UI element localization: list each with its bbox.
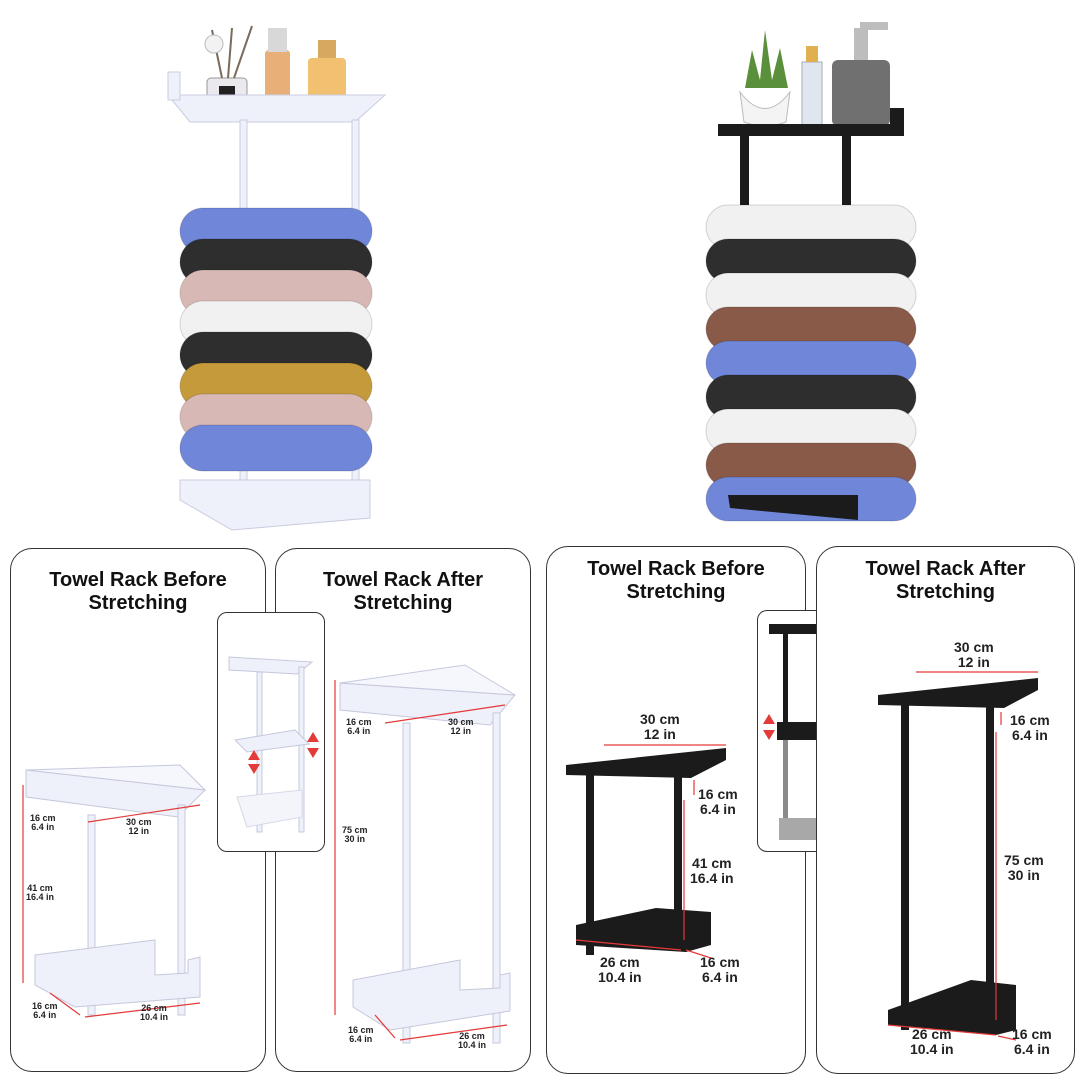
black-rack-towel-stack — [705, 204, 917, 522]
panel-title: Towel Rack Before Stretching — [587, 558, 765, 603]
black-rack-product-image — [705, 22, 917, 522]
dim-depth-top: 16 cm 6.4 in — [346, 717, 372, 737]
black-before-rack-drawing — [566, 744, 726, 959]
towel — [179, 424, 373, 472]
dim-depth-top: 16 cm 6.4 in — [1010, 712, 1050, 743]
dim-depth-top: 16 cm 6.4 in — [30, 813, 56, 833]
soap-dispenser — [832, 22, 890, 126]
white-rack-product-image — [166, 25, 387, 531]
dim-width-top: 30 cm 12 in — [954, 639, 994, 670]
panel-title: Towel Rack After Stretching — [865, 558, 1026, 603]
dim-depth-bottom: 16 cm 6.4 in — [1012, 1026, 1052, 1057]
white-stretch-inset-drawing — [228, 656, 319, 833]
dim-height: 41 cm 16.4 in — [690, 855, 734, 886]
spray-bottle — [801, 46, 823, 129]
dim-width-bottom: 26 cm 10.4 in — [910, 1026, 954, 1057]
black-after-rack-drawing — [878, 671, 1038, 1041]
white-rack-towel-stack — [179, 207, 373, 472]
panel-title: Towel Rack Before Stretching — [49, 569, 227, 614]
dim-width-top: 30 cm 12 in — [640, 711, 680, 742]
dim-height: 41 cm 16.4 in — [26, 883, 55, 903]
dim-depth-bottom: 16 cm 6.4 in — [348, 1025, 374, 1045]
white-after-rack-drawing — [334, 664, 517, 1044]
white-before-rack-drawing — [22, 764, 207, 1018]
dim-height: 75 cm 30 in — [342, 825, 368, 845]
dim-width-top: 30 cm 12 in — [126, 817, 152, 837]
perfume-bottle-2 — [308, 40, 346, 102]
panel-title: Towel Rack After Stretching — [322, 569, 484, 614]
dim-width-bottom: 26 cm 10.4 in — [140, 1003, 169, 1023]
dim-depth-top: 16 cm 6.4 in — [698, 786, 738, 817]
black-after-panel: Towel Rack After Stretching — [816, 546, 1075, 1074]
dim-width-bottom: 26 cm 10.4 in — [598, 954, 642, 985]
dim-depth-bottom: 16 cm 6.4 in — [32, 1001, 58, 1021]
dim-height: 75 cm 30 in — [1004, 852, 1044, 883]
dim-width-top: 30 cm 12 in — [448, 717, 474, 737]
dim-width-bottom: 26 cm 10.4 in — [458, 1031, 487, 1051]
succulent-pot — [739, 30, 791, 127]
dim-depth-bottom: 16 cm 6.4 in — [700, 954, 740, 985]
